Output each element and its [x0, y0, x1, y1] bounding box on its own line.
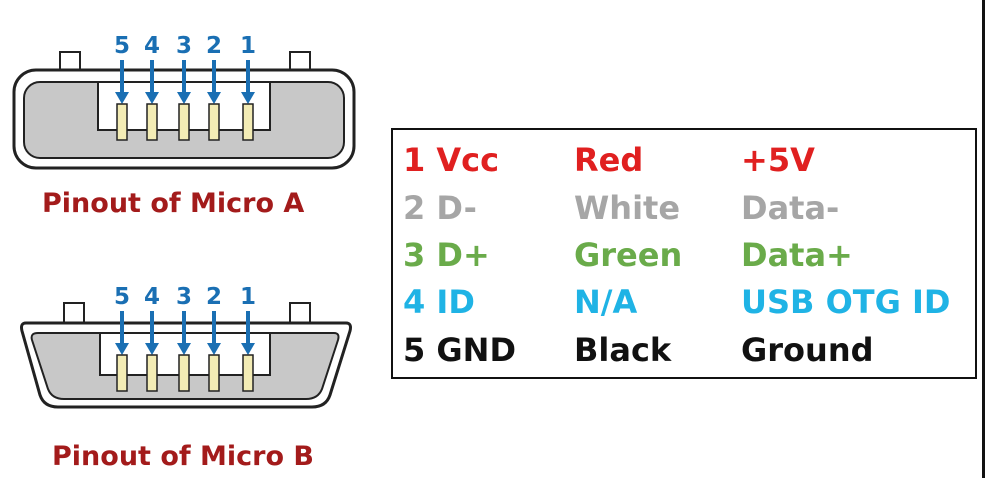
micro-b-pin-contact [146, 354, 158, 392]
micro-a-pin-number: 3 [175, 33, 192, 59]
right-edge-line [982, 0, 985, 478]
wire-color-cell: Green [574, 236, 683, 274]
wire-color-cell: Red [574, 141, 644, 179]
micro-b-caption: Pinout of Micro B [52, 441, 315, 472]
micro-a-pin-number: 5 [113, 33, 130, 59]
micro-b-pin-number: 3 [175, 284, 192, 310]
micro-a-pin-contact [116, 103, 128, 141]
micro-b-pin-contact [116, 354, 128, 392]
micro-b-connector-diagram [20, 302, 352, 409]
micro-b-pin-contact [178, 354, 190, 392]
micro-b-pin-arrow-head [115, 343, 129, 355]
wire-color-cell: Black [574, 331, 672, 369]
micro-a-pin-arrow-head [115, 92, 129, 104]
micro-b-pin-number: 5 [113, 284, 130, 310]
table-row: 4 ID N/A USB OTG ID [393, 279, 975, 325]
signal-cell: Data- [741, 189, 840, 227]
micro-a-pin-contact [208, 103, 220, 141]
micro-b-pin-arrow-head [177, 343, 191, 355]
table-row: 2 D- White Data- [393, 185, 975, 231]
micro-b-pin-number: 4 [143, 284, 160, 310]
table-row: 1 Vcc Red +5V [393, 137, 975, 183]
micro-b-left-tab [63, 302, 85, 324]
pin-name-cell: 2 D- [403, 189, 477, 227]
micro-b-pin-arrow-head [241, 343, 255, 355]
wire-color-cell: N/A [574, 283, 638, 321]
micro-b-pin-arrow-head [145, 343, 159, 355]
signal-cell: USB OTG ID [741, 283, 951, 321]
table-row: 5 GND Black Ground [393, 327, 975, 373]
micro-a-connector-diagram [12, 51, 356, 170]
wire-color-cell: White [574, 189, 681, 227]
signal-cell: +5V [741, 141, 815, 179]
micro-a-pin-contact [146, 103, 158, 141]
micro-a-pin-arrow-head [145, 92, 159, 104]
micro-a-pin-contact [242, 103, 254, 141]
signal-cell: Ground [741, 331, 874, 369]
micro-a-pin-number: 4 [143, 33, 160, 59]
micro-b-pin-arrow-head [207, 343, 221, 355]
pin-name-cell: 1 Vcc [403, 141, 500, 179]
micro-b-pin-number: 1 [239, 284, 256, 310]
micro-b-pin-number: 2 [205, 284, 222, 310]
micro-a-pin-number: 2 [205, 33, 222, 59]
pin-name-cell: 5 GND [403, 331, 517, 369]
micro-b-pin-contact [242, 354, 254, 392]
table-row: 3 D+ Green Data+ [393, 232, 975, 278]
pin-name-cell: 3 D+ [403, 236, 490, 274]
micro-a-pin-arrow-head [241, 92, 255, 104]
signal-cell: Data+ [741, 236, 853, 274]
pinout-table: 1 Vcc Red +5V 2 D- White Data- 3 D+ Gree… [391, 128, 977, 379]
micro-a-caption: Pinout of Micro A [42, 188, 305, 219]
micro-b-pin-contact [208, 354, 220, 392]
micro-a-pin-arrow-head [177, 92, 191, 104]
micro-a-pin-arrow-head [207, 92, 221, 104]
micro-a-pin-contact [178, 103, 190, 141]
micro-b-right-tab [289, 302, 311, 324]
pin-name-cell: 4 ID [403, 283, 475, 321]
micro-a-pin-number: 1 [239, 33, 256, 59]
